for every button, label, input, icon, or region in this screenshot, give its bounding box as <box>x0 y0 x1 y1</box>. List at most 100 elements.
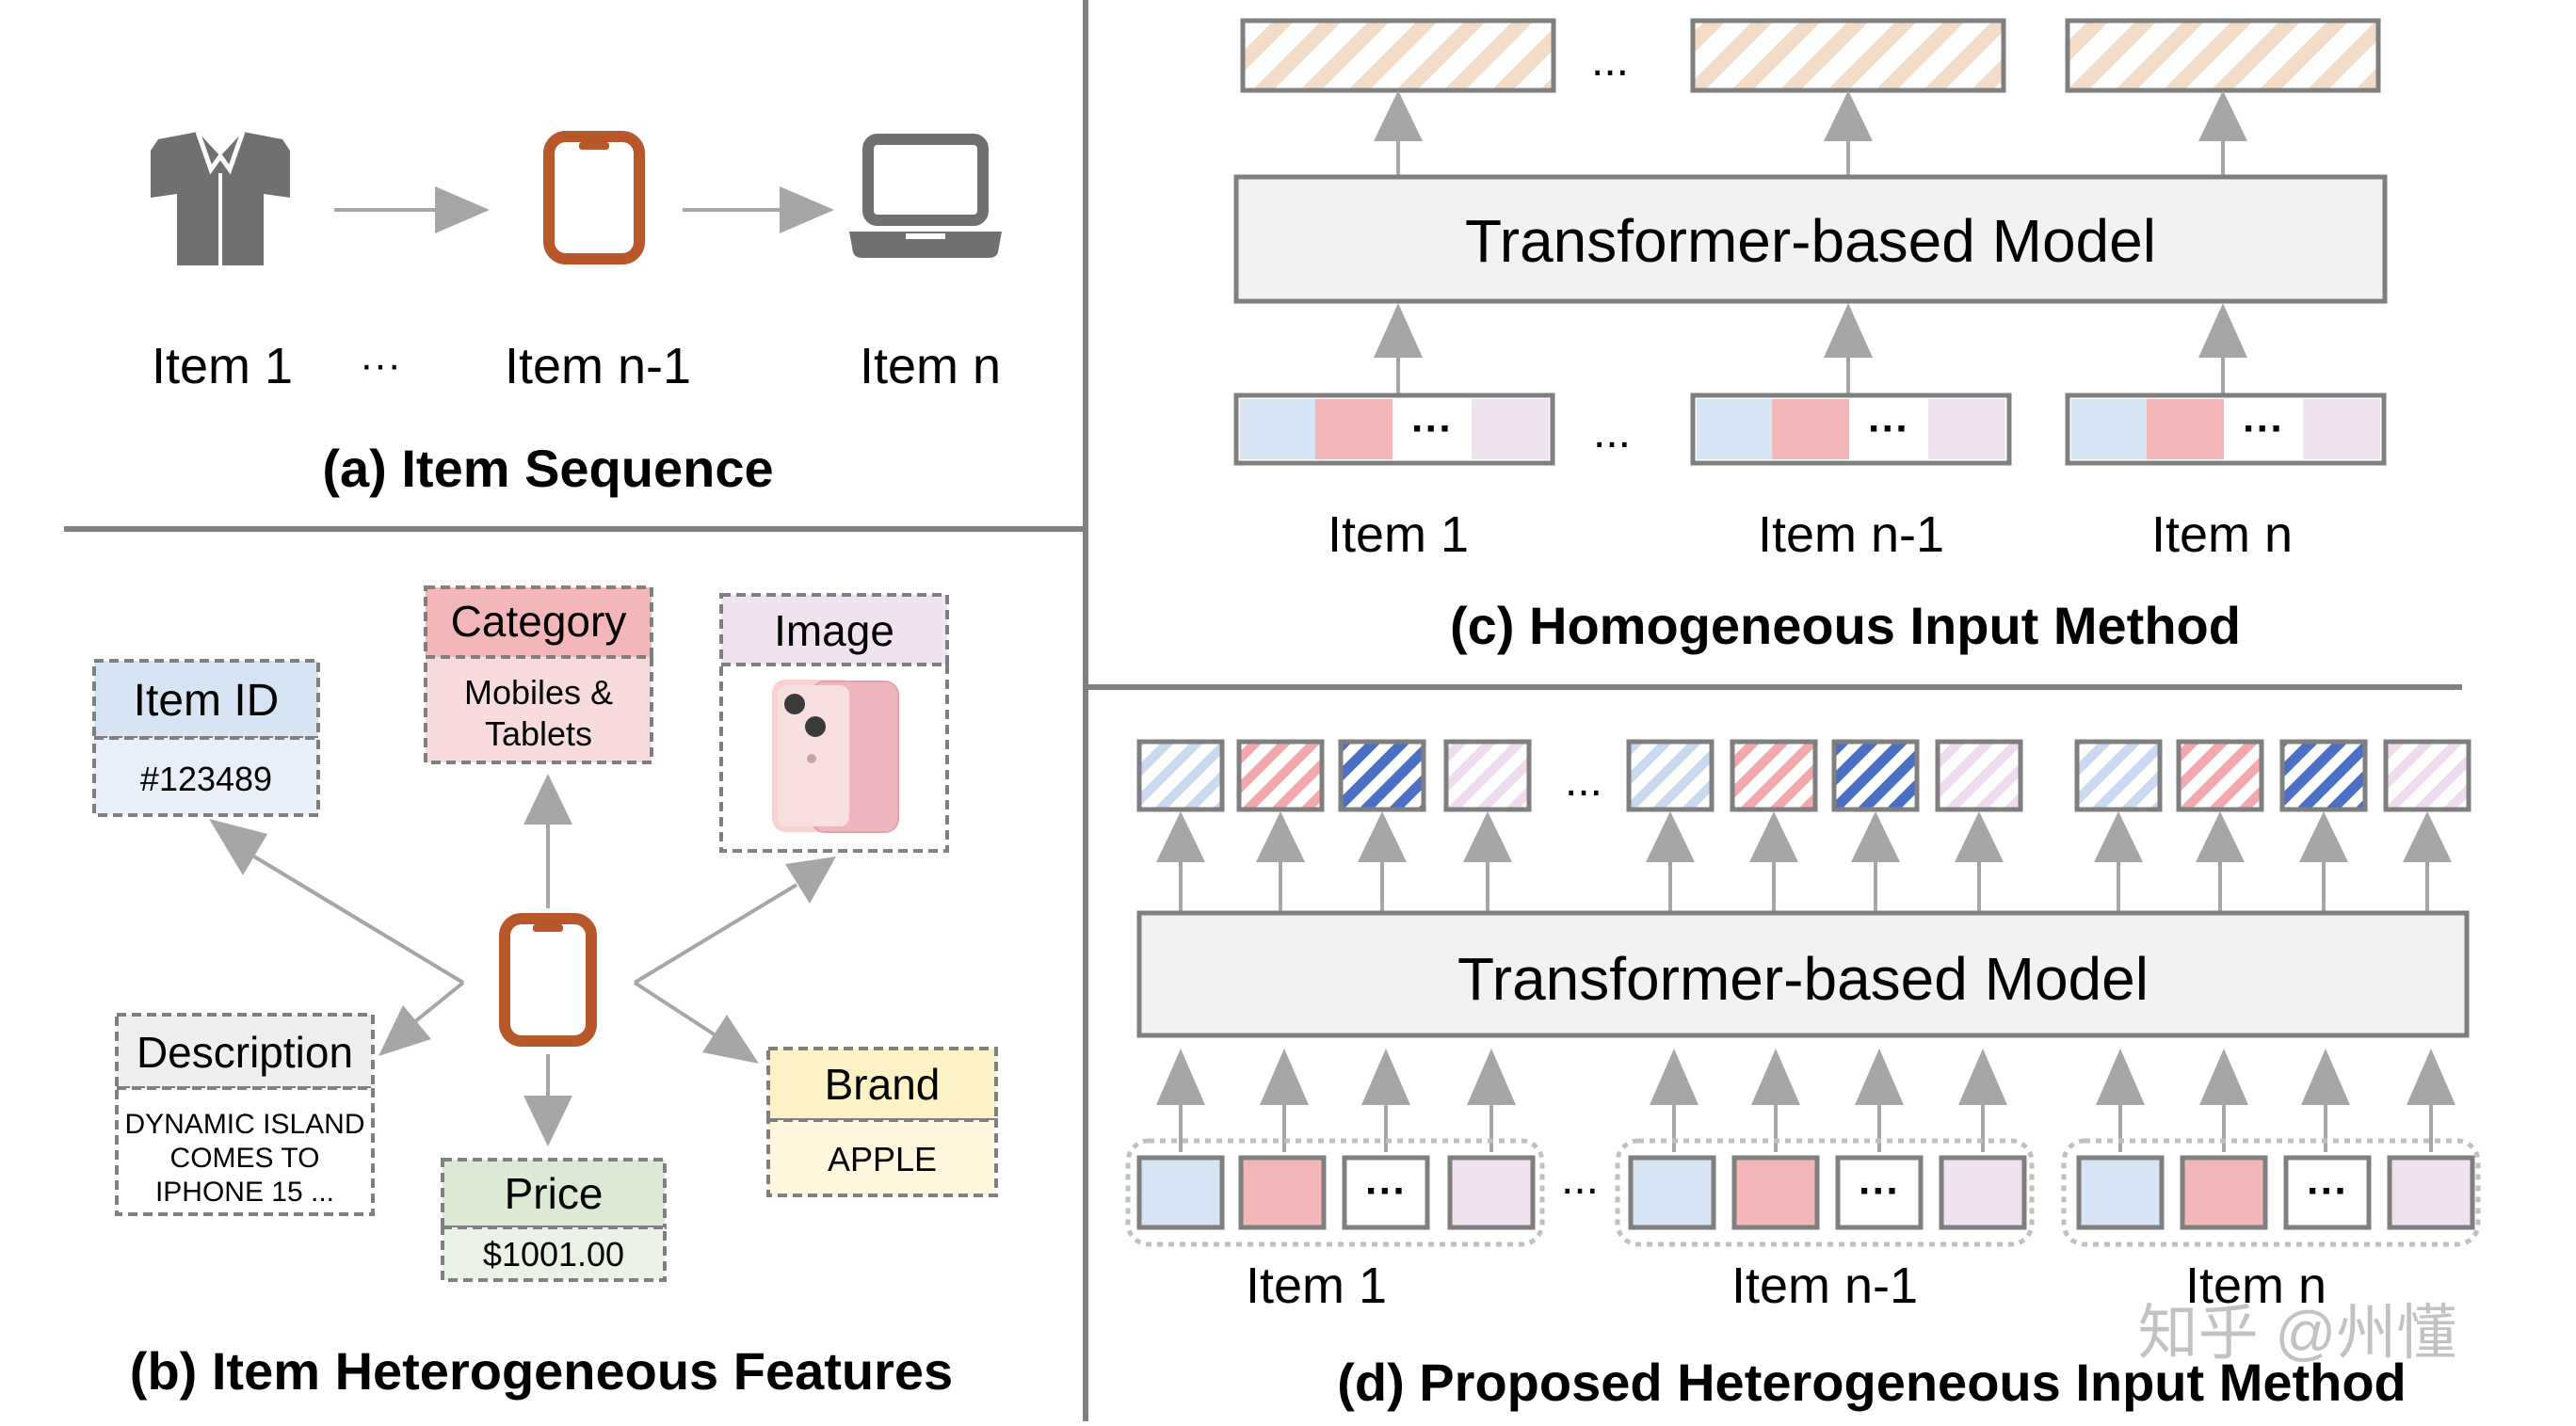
arrowhead-a-1 <box>435 186 490 233</box>
arrowhead-to-price <box>523 1096 572 1146</box>
out-d-3-cat <box>2176 739 2264 812</box>
output-embedding-1 <box>1240 18 1556 93</box>
out-d-2-img <box>1935 739 2023 812</box>
price-value: $1001.00 <box>483 1235 624 1274</box>
phone-icon <box>543 131 645 264</box>
description-value-box <box>115 1086 375 1216</box>
category-value-box <box>424 655 653 764</box>
arrows-c-bottom <box>1374 303 2247 395</box>
image-header-box <box>719 593 949 666</box>
group-item-1-d <box>1125 1138 1545 1247</box>
brand-header-box <box>766 1047 998 1122</box>
label-d-item-1: Item 1 <box>1246 1258 1387 1314</box>
arrowhead-to-image <box>785 857 836 904</box>
label-item-1: Item 1 <box>152 338 293 394</box>
transformer-model-d <box>1136 910 2470 1038</box>
arrowhead-to-description <box>378 1005 431 1056</box>
output-embedding-n-1 <box>1690 18 2006 93</box>
group-item-n-1-d <box>1615 1138 2035 1247</box>
laptop-icon <box>849 134 1002 258</box>
input-cells-d-3 <box>2076 1155 2475 1230</box>
transformer-model-d-label: Transformer-based Model <box>1457 945 2149 1013</box>
label-c-item-n-1: Item n-1 <box>1758 506 1944 563</box>
arrows-c-top <box>1374 90 2247 177</box>
cell-dots-c-3: ··· <box>2243 406 2284 452</box>
out-d-1-id <box>1136 739 1225 812</box>
panel-b-title: (b) Item Heterogeneous Features <box>130 1341 953 1401</box>
input-cells-d-1 <box>1136 1155 1536 1230</box>
cell-dots-c-2: ··· <box>1868 406 1909 452</box>
watermark: 知乎 @州懂 <box>2138 1299 2457 1367</box>
output-embedding-n <box>2065 18 2381 93</box>
arrowhead-to-itemid <box>209 819 267 875</box>
arrow-to-brand <box>633 981 717 1037</box>
out-d-2-id <box>1626 739 1715 812</box>
iphone-image <box>772 680 899 833</box>
category-value-line2: Tablets <box>485 714 592 753</box>
brand-value: APPLE <box>828 1140 937 1178</box>
brand-value-box <box>766 1118 998 1197</box>
label-c-item-1: Item 1 <box>1328 506 1469 563</box>
panel-c: ... Transformer-based Model ··· <box>1233 18 2388 655</box>
category-header: Category <box>451 597 627 646</box>
panel-a: Item 1 ··· Item n-1 Item n (a) Item Sequ… <box>151 131 1002 498</box>
cell-dots-c-1: ··· <box>1411 406 1453 452</box>
cell-dots-d-2: ··· <box>1859 1168 1900 1214</box>
out-d-2-dark <box>1831 739 1920 812</box>
item-id-header: Item ID <box>134 676 280 726</box>
price-value-box <box>441 1226 667 1282</box>
cell-dots-d-3: ··· <box>2307 1168 2348 1214</box>
center-phone-notch <box>533 924 563 932</box>
ellipsis-top-d: ... <box>1565 756 1602 806</box>
shirt-icon <box>151 131 290 265</box>
input-item-1-c <box>1233 393 1555 466</box>
arrowhead-a-2 <box>780 186 834 233</box>
transformer-model-c <box>1233 174 2388 304</box>
out-d-1-dark <box>1338 739 1426 812</box>
arrow-to-itemid <box>252 855 465 985</box>
image-header: Image <box>774 606 894 655</box>
input-cells-d-2 <box>1628 1155 2027 1230</box>
group-item-n-d <box>2061 1138 2481 1247</box>
arrows-d-top <box>1156 811 2452 913</box>
arrows-d-bottom <box>1156 1049 2455 1152</box>
cell-dots-d-1: ··· <box>1365 1168 1407 1214</box>
description-header: Description <box>137 1028 353 1077</box>
panel-b: Item ID #123489 Category Mobiles & Table… <box>92 585 998 1401</box>
category-value-line1: Mobiles & <box>464 673 613 712</box>
out-d-3-img <box>2383 739 2471 812</box>
ellipsis-bottom-d: ... <box>1561 1154 1599 1204</box>
arrow-to-image <box>633 883 798 985</box>
label-item-n: Item n <box>860 338 1001 394</box>
label-ellipsis: ··· <box>360 342 401 388</box>
item-id-value-box <box>92 736 320 817</box>
description-line1: DYNAMIC ISLAND <box>124 1109 364 1140</box>
arrow-to-description <box>412 981 465 1024</box>
panel-d-title: (d) Proposed Heterogeneous Input Method <box>1337 1353 2407 1412</box>
out-d-1-img <box>1443 739 1532 812</box>
panel-c-title: (c) Homogeneous Input Method <box>1450 596 2241 655</box>
ellipsis-top-c: ... <box>1591 36 1629 86</box>
center-phone-icon <box>499 913 597 1047</box>
ellipsis-bottom-c: ... <box>1593 408 1631 457</box>
out-d-2-cat <box>1730 739 1818 812</box>
item-id-header-box <box>92 659 320 740</box>
arrowhead-to-brand <box>702 1015 759 1064</box>
description-line3: IPHONE 15 ... <box>155 1177 334 1208</box>
out-d-3-dark <box>2279 739 2368 812</box>
arrowhead-to-category <box>523 774 572 825</box>
item-id-value: #123489 <box>140 760 272 798</box>
description-line2: COMES TO <box>170 1143 320 1174</box>
label-item-n-1: Item n-1 <box>505 338 691 394</box>
brand-header: Brand <box>825 1060 941 1109</box>
label-d-item-n: Item n <box>2185 1258 2326 1314</box>
out-d-1-cat <box>1236 739 1325 812</box>
input-item-n-c <box>2065 393 2387 466</box>
label-c-item-n: Item n <box>2151 506 2293 563</box>
panel-d: ... Transformer-based Model <box>1125 739 2481 1412</box>
price-header: Price <box>505 1169 604 1218</box>
price-header-box <box>441 1158 667 1229</box>
out-d-3-id <box>2074 739 2163 812</box>
